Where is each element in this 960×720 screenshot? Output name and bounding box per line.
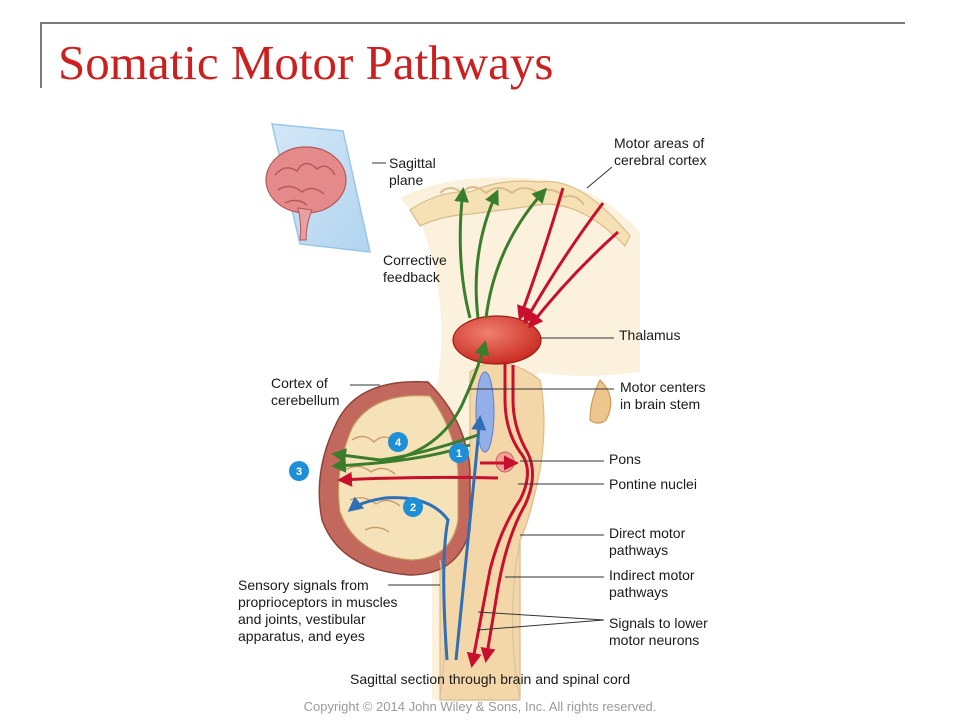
label-signals-lower-motor: Signals to lower	[609, 615, 708, 631]
label-signals-lower-motor-2: motor neurons	[609, 632, 699, 648]
thalamus-structure	[452, 315, 542, 365]
sagittal-plane-inset	[265, 123, 371, 253]
slide-frame-left	[40, 22, 42, 88]
label-direct-motor-pathways: Direct motor	[609, 525, 686, 541]
brain-icon	[265, 146, 347, 214]
label-cortex-of-cerebellum-2: cerebellum	[271, 392, 339, 408]
svg-text:2: 2	[410, 502, 416, 514]
label-indirect-motor-pathways: Indirect motor	[609, 567, 695, 583]
feedback-pathways-green	[331, 187, 548, 473]
motor-centers-structure	[475, 371, 495, 453]
svg-text:3: 3	[296, 466, 302, 478]
label-corrective-feedback-2: feedback	[383, 269, 441, 285]
label-pontine-nuclei: Pontine nuclei	[609, 476, 697, 492]
leader-lines	[350, 162, 614, 631]
label-cortex-of-cerebellum: Cortex of	[271, 375, 328, 391]
label-pons: Pons	[609, 451, 641, 467]
label-thalamus: Thalamus	[619, 327, 680, 343]
step-badge-3: 3	[289, 461, 309, 481]
label-sagittal-plane: Sagittal	[389, 155, 436, 171]
label-sensory-signals-3: and joints, vestibular	[238, 611, 366, 627]
diagram-caption: Sagittal section through brain and spina…	[350, 671, 630, 687]
svg-text:4: 4	[395, 437, 402, 449]
step-badge-4: 4	[388, 432, 408, 452]
label-sensory-signals: Sensory signals from	[238, 577, 369, 593]
label-motor-areas: Motor areas of	[614, 135, 704, 151]
label-motor-centers-2: in brain stem	[620, 396, 700, 412]
label-indirect-motor-pathways-2: pathways	[609, 584, 668, 600]
label-sagittal-plane-2: plane	[389, 172, 423, 188]
label-motor-centers: Motor centers	[620, 379, 706, 395]
motor-pathways-red	[337, 187, 620, 668]
svg-text:1: 1	[456, 448, 462, 460]
label-direct-motor-pathways-2: pathways	[609, 542, 668, 558]
sensory-pathways-blue	[347, 415, 487, 661]
label-sensory-signals-2: proprioceptors in muscles	[238, 594, 398, 610]
step-badge-2: 2	[403, 497, 423, 517]
step-badge-1: 1	[449, 443, 469, 463]
slide-title: Somatic Motor Pathways	[58, 35, 554, 90]
copyright-notice: Copyright © 2014 John Wiley & Sons, Inc.…	[303, 699, 657, 714]
label-motor-areas-2: cerebral cortex	[614, 152, 707, 168]
slide-frame-top	[40, 22, 905, 24]
label-sensory-signals-4: apparatus, and eyes	[238, 628, 365, 644]
label-corrective-feedback: Corrective	[383, 252, 447, 268]
